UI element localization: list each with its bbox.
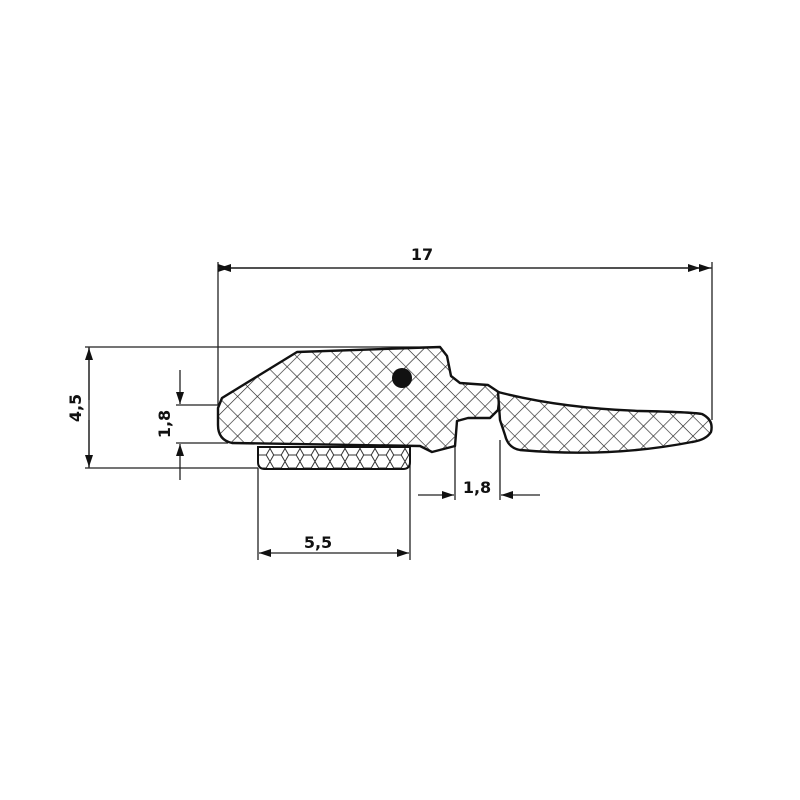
dim-label-left-1-8: 1,8 xyxy=(155,410,174,438)
sealing-lip xyxy=(496,390,713,454)
dim-label-17: 17 xyxy=(411,245,433,264)
foam-strip xyxy=(257,446,411,470)
dim-label-right-1-8: 1,8 xyxy=(463,478,491,497)
reinforcement-wire-dot xyxy=(392,368,412,388)
extension-lines xyxy=(85,262,713,560)
dim-label-4-5: 4,5 xyxy=(66,394,85,422)
dim-label-5-5: 5,5 xyxy=(304,533,332,552)
main-profile-body xyxy=(216,345,502,454)
